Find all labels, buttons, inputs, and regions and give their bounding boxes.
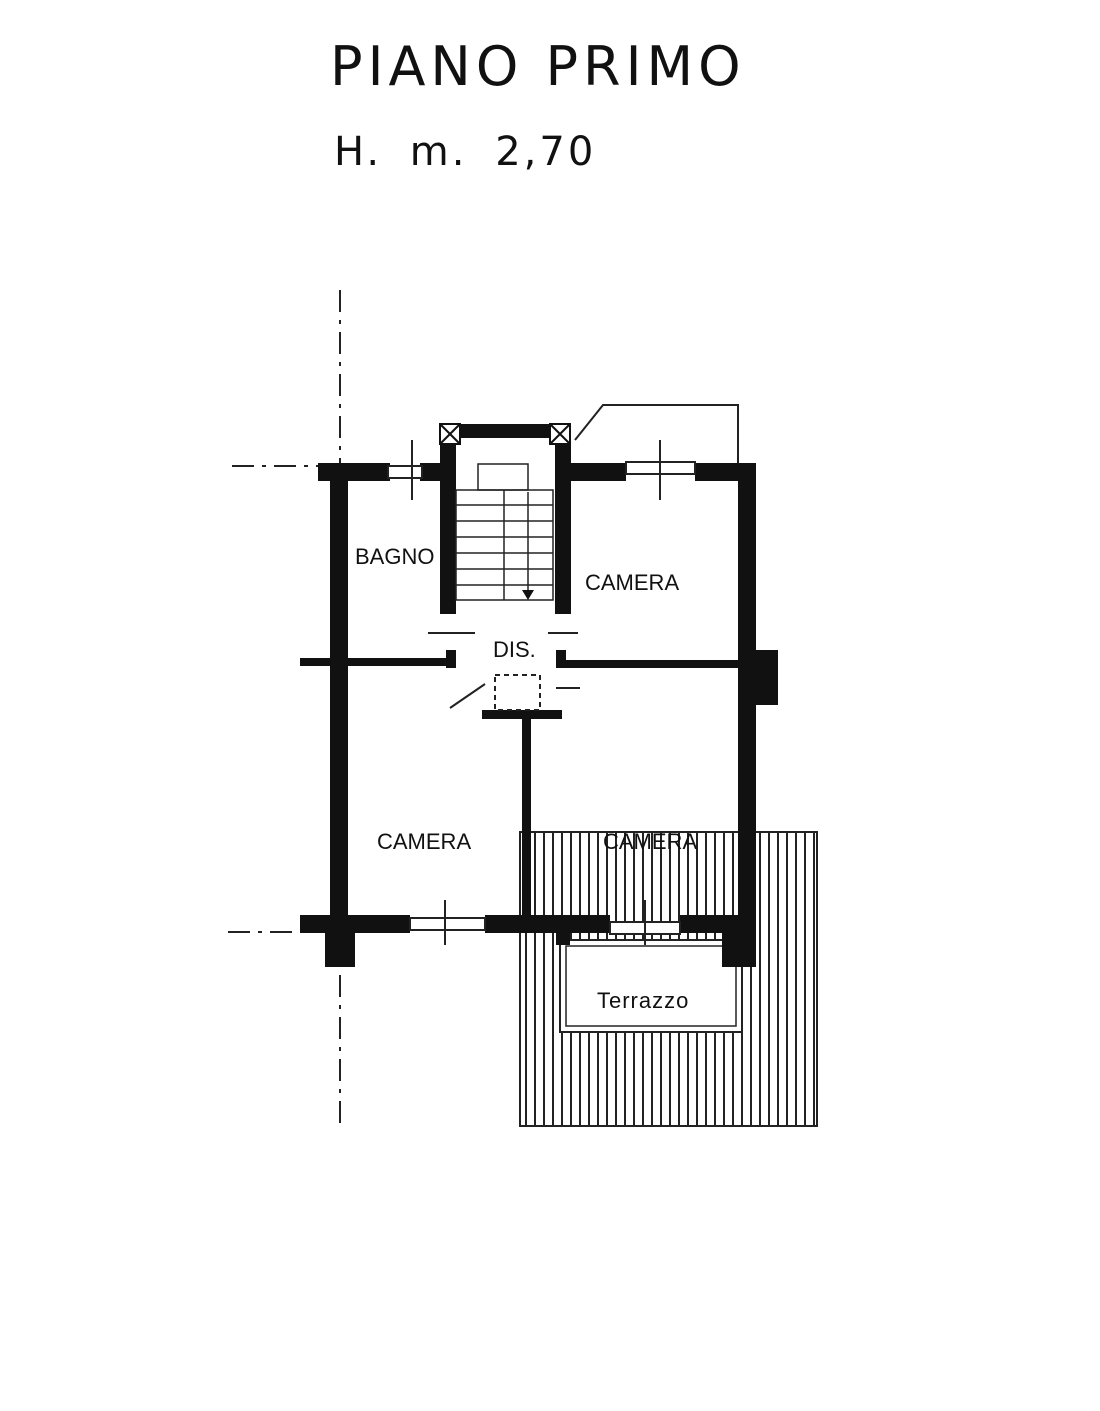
stairwell [439,423,571,614]
axis-lines [228,290,341,1125]
windows [387,440,696,945]
roof-outline [574,404,739,470]
door-marks [428,632,580,711]
room-label-bagno: BAGNO [355,544,434,569]
room-label-camera-top-right: CAMERA [585,570,679,595]
room-label-disimpegno: DIS. [493,637,536,662]
room-label-camera-bottom-right: CAMERA [603,829,697,854]
exterior-walls [300,463,778,967]
terrace [519,831,818,1127]
plan-title: PIANO PRIMO [330,35,746,98]
interior-walls [300,650,741,922]
room-label-camera-bottom-left: CAMERA [377,829,471,854]
room-label-terrazzo: Terrazzo [597,988,689,1013]
ceiling-height-note: H. m. 2,70 [334,129,597,175]
